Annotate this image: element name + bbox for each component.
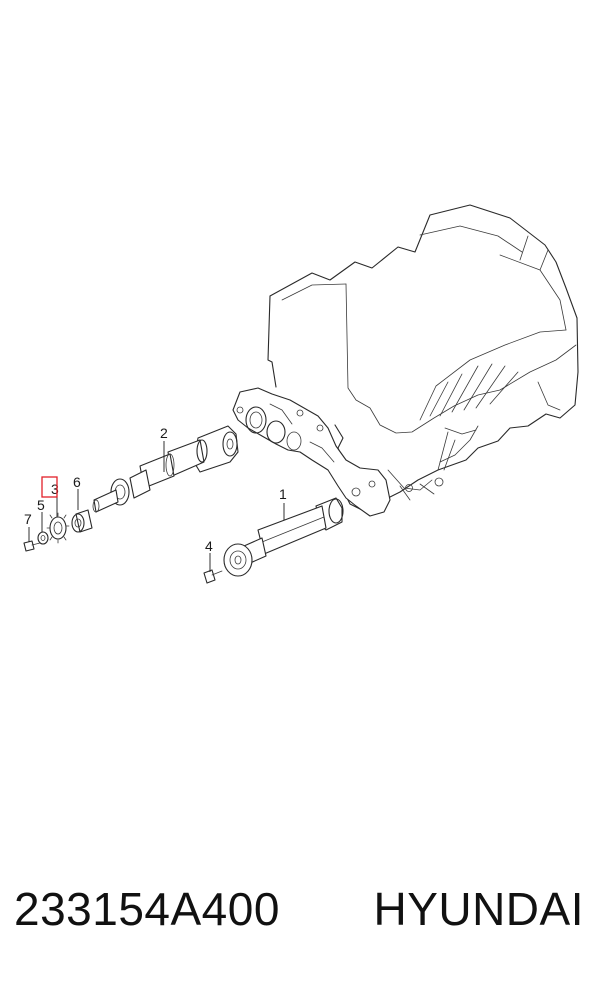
part-7-bolt [23,540,41,552]
mounting-flange [232,387,391,517]
engine-block [267,204,579,514]
callout-label-1: 1 [279,486,287,502]
part-6-bushing [71,509,93,533]
part-3-gear [46,512,70,544]
part-1-shaft [223,497,344,577]
callout-label-5: 5 [37,497,45,513]
callout-label-2: 2 [160,425,168,441]
callout-label-6: 6 [73,474,81,490]
part-footer: 233154A400 HYUNDAI [0,874,600,944]
part-5-washer [37,531,49,545]
selected-part-highlight [41,476,58,498]
callout-label-3: 3 [51,481,59,497]
leader-lines [28,441,285,572]
part-4-bolt [203,569,223,584]
brand-name: HYUNDAI [373,883,584,935]
callout-label-4: 4 [205,538,213,554]
part-2-shaft-assembly [92,425,239,513]
callout-label-7: 7 [24,511,32,527]
part-number: 233154A400 [14,883,280,935]
callout-labels: 2 1 4 6 3 5 7 [24,425,287,554]
